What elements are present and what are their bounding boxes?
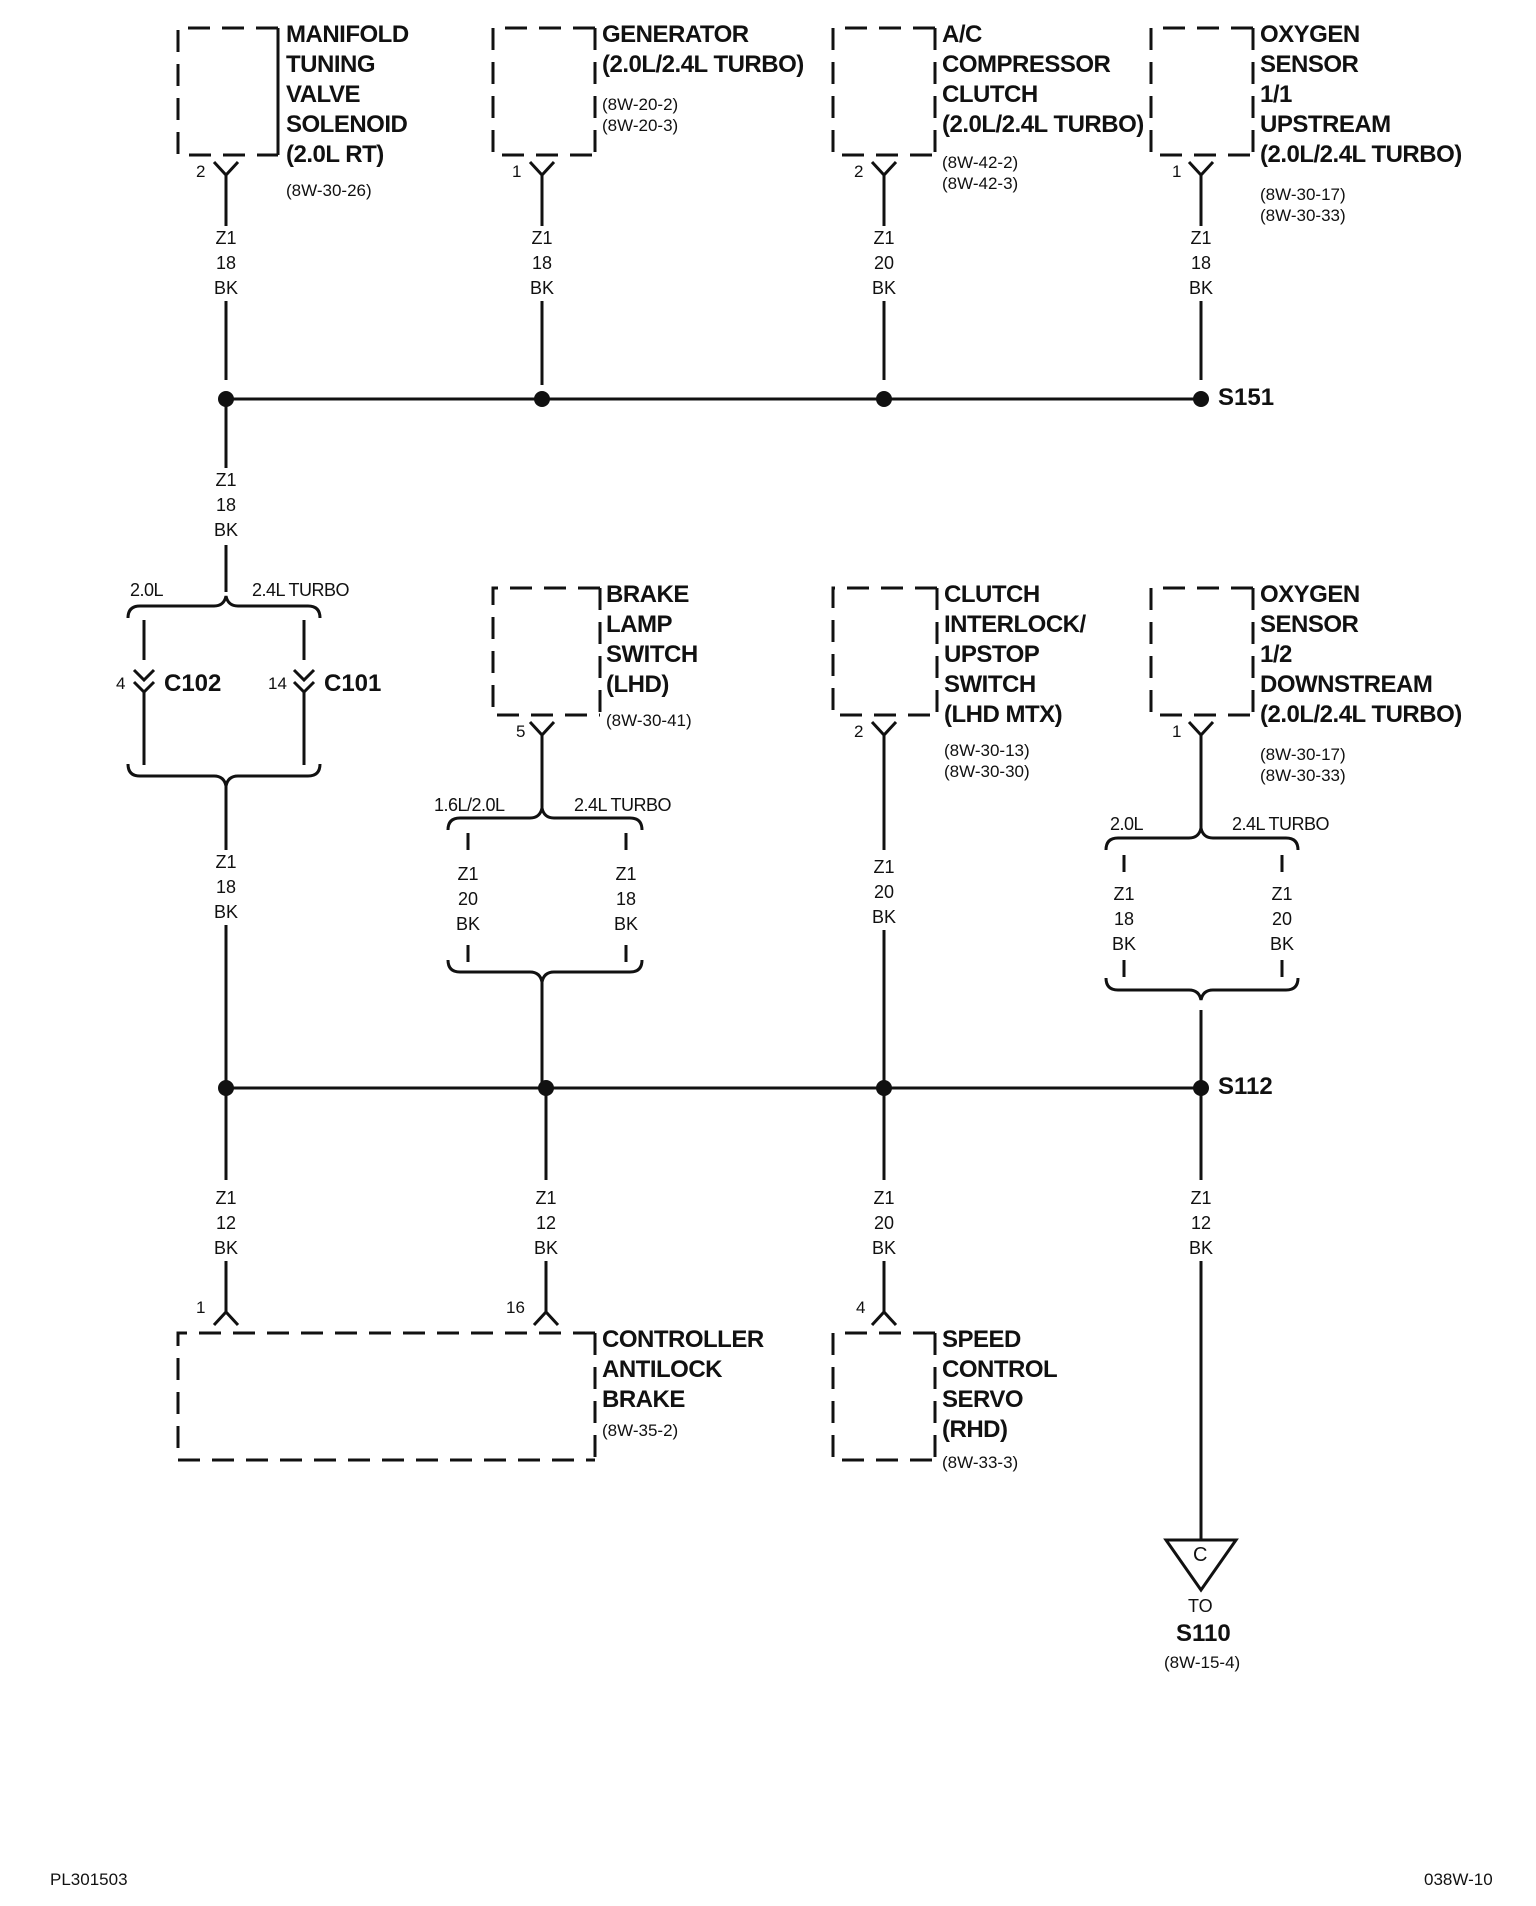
manifold-box: [176, 26, 278, 157]
clutch-interlock-box: [831, 586, 937, 717]
o2-upstream-pin: 1: [1172, 162, 1182, 181]
opt-top-right: 2.4L TURBO: [252, 580, 350, 600]
brake-lamp-terminal: [528, 720, 556, 810]
ac-clutch-box: [831, 26, 935, 157]
o2-option-brace-top: [1104, 827, 1300, 851]
c102-label: C102: [164, 670, 222, 697]
box-side-bars: [276, 28, 1255, 1460]
offpage-to: TO: [1188, 1596, 1213, 1616]
manifold-pin: 2: [196, 162, 206, 181]
abs-pin1-terminal: [212, 1309, 240, 1327]
opt-brake-right: 2.4L TURBO: [574, 795, 672, 815]
servo-pin4-terminal: [870, 1309, 898, 1327]
c101-symbol: [292, 668, 316, 695]
c101-label: C101: [324, 670, 382, 697]
opt-o2-left: 2.0L: [1110, 814, 1144, 834]
abs-pin16-label: 16: [506, 1298, 525, 1317]
generator-label: GENERATOR(2.0L/2.4L TURBO): [602, 21, 804, 78]
manifold-ref: (8W-30-26): [286, 181, 372, 200]
generator-refs: (8W-20-2)(8W-20-3): [602, 95, 679, 135]
o2-upstream-refs: (8W-30-17)(8W-30-33): [1260, 185, 1346, 225]
clutch-terminal: [870, 720, 898, 850]
o2-downstream-box: [1149, 586, 1253, 717]
generator-pin: 1: [512, 162, 522, 181]
c101-pin: 14: [268, 674, 287, 693]
top-option-brace: [126, 595, 322, 619]
brake-option-brace-bottom: [446, 959, 644, 983]
opt-brake-left: 1.6L/2.0L: [434, 795, 505, 815]
footer-right-code: 038W-10: [1424, 1870, 1493, 1889]
opt-top-left: 2.0L: [130, 580, 164, 600]
o2-downstream-pin: 1: [1172, 722, 1182, 741]
offpage-ref: (8W-15-4): [1164, 1653, 1241, 1672]
clutch-interlock-refs: (8W-30-13)(8W-30-30): [944, 741, 1030, 781]
abs-pin16-terminal: [532, 1309, 560, 1327]
o2-downstream-refs: (8W-30-17)(8W-30-33): [1260, 745, 1346, 785]
clutch-interlock-pin: 2: [854, 722, 864, 741]
offpage-triangle: [1163, 1538, 1239, 1593]
o2dn-terminal: [1187, 720, 1215, 830]
abs-pin1-label: 1: [196, 1298, 206, 1317]
s151-dots: [218, 391, 1209, 407]
brake-lamp-pin: 5: [516, 722, 526, 741]
bottom-option-brace: [126, 763, 322, 787]
brake-lamp-ref: (8W-30-41): [606, 711, 692, 730]
c102-symbol: [132, 668, 156, 695]
footer-left-code: PL301503: [50, 1870, 128, 1889]
abs-controller-box: [176, 1331, 595, 1462]
offpage-letter: C: [1193, 1544, 1208, 1566]
s112-label: S112: [1218, 1073, 1273, 1100]
generator-box: [491, 26, 595, 157]
o2-option-brace-bottom: [1104, 977, 1300, 1001]
speed-servo-ref: (8W-33-3): [942, 1453, 1019, 1472]
ac-clutch-refs: (8W-42-2)(8W-42-3): [942, 153, 1019, 193]
speed-servo-box: [831, 1331, 935, 1462]
ac-clutch-pin: 2: [854, 162, 864, 181]
s151-label: S151: [1218, 384, 1275, 411]
speed-servo-pin: 4: [856, 1298, 866, 1317]
c102-pin: 4: [116, 674, 126, 693]
offpage-splice: S110: [1176, 1620, 1231, 1647]
o2-upstream-box: [1149, 26, 1253, 157]
opt-o2-right: 2.4L TURBO: [1232, 814, 1330, 834]
brake-option-brace-top: [446, 807, 644, 831]
abs-controller-ref: (8W-35-2): [602, 1421, 679, 1440]
brake-lamp-box: [491, 586, 600, 717]
